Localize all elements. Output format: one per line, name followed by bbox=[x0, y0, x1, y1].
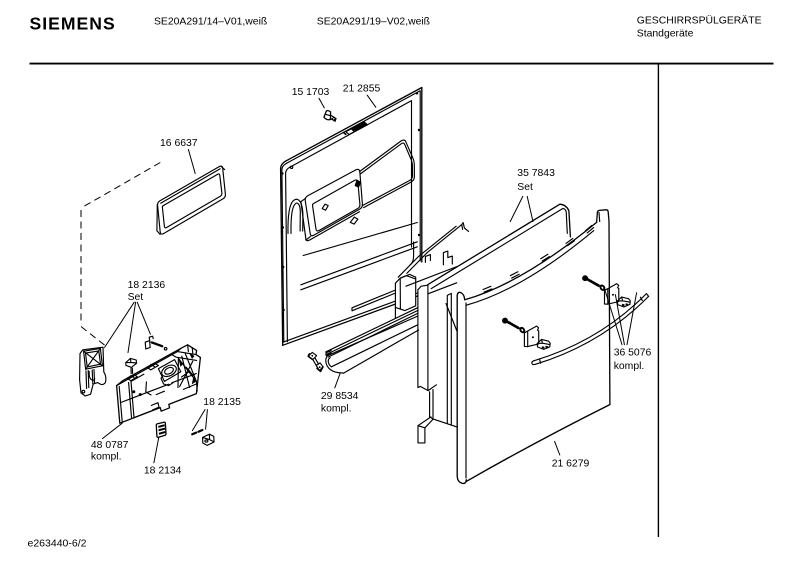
svg-text:kompl.: kompl. bbox=[614, 361, 645, 372]
svg-text:e263440-6/2: e263440-6/2 bbox=[28, 538, 87, 550]
svg-text:kompl.: kompl. bbox=[321, 404, 352, 415]
svg-text:GESCHIRRSPÜLGERÄTE: GESCHIRRSPÜLGERÄTE bbox=[637, 15, 762, 27]
svg-text:36 5076: 36 5076 bbox=[614, 347, 652, 358]
svg-text:35 7843: 35 7843 bbox=[517, 168, 555, 179]
svg-text:21 6279: 21 6279 bbox=[552, 458, 590, 469]
svg-text:48 0787: 48 0787 bbox=[91, 440, 129, 451]
svg-text:SIEMENS: SIEMENS bbox=[30, 14, 116, 34]
svg-text:18 2136: 18 2136 bbox=[128, 280, 166, 291]
svg-text:Standgeräte: Standgeräte bbox=[637, 28, 694, 39]
svg-text:SE20A291/14–V01,weiß: SE20A291/14–V01,weiß bbox=[154, 17, 267, 28]
svg-text:15 1703: 15 1703 bbox=[292, 87, 330, 98]
svg-text:18 2135: 18 2135 bbox=[203, 397, 241, 408]
svg-text:29 8534: 29 8534 bbox=[321, 391, 359, 402]
svg-text:18 2134: 18 2134 bbox=[144, 466, 182, 477]
svg-text:SE20A291/19–V02,weiß: SE20A291/19–V02,weiß bbox=[317, 17, 430, 28]
svg-text:21 2855: 21 2855 bbox=[343, 84, 381, 95]
svg-text:kompl.: kompl. bbox=[91, 452, 122, 463]
svg-text:Set: Set bbox=[128, 292, 144, 303]
svg-text:Set: Set bbox=[517, 182, 533, 193]
svg-text:16 6637: 16 6637 bbox=[160, 138, 198, 149]
